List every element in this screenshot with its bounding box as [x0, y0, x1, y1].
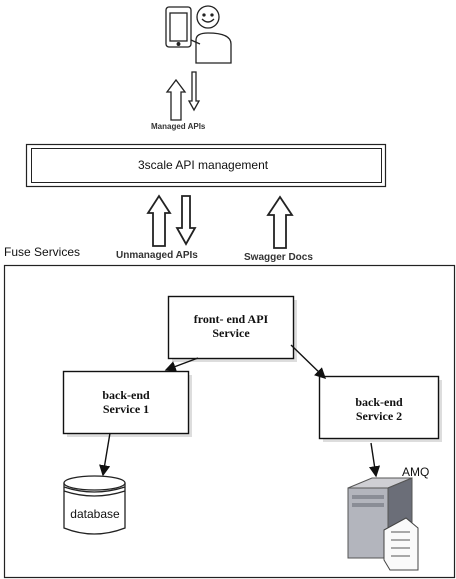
frontend-service-line2: Service: [212, 326, 250, 340]
api-management-label: 3scale API management: [138, 158, 269, 172]
database-cylinder-icon: [63, 475, 126, 535]
backend-service-2-label: back-end Service 2: [319, 395, 439, 423]
fuse-services-label: Fuse Services: [4, 245, 81, 259]
swagger-docs-arrow: [266, 195, 294, 249]
fuse-services-container: [3, 264, 456, 579]
backend-service-1-box: [62, 370, 192, 437]
backend-service-1-label: back-end Service 1: [63, 388, 189, 416]
backend-service-2-line2: Service 2: [355, 409, 403, 423]
swagger-docs-label: Swagger Docs: [244, 252, 313, 263]
frontend-service-box: [167, 295, 297, 362]
frontend-service-line1: front- end API: [193, 312, 269, 326]
backend-service-2-line1: back-end: [355, 395, 403, 409]
managed-apis-arrows: [165, 71, 201, 121]
backend-service-1-line2: Service 1: [102, 402, 150, 416]
service-connectors: [99, 344, 381, 478]
backend-service-1-line1: back-end: [102, 388, 150, 402]
user-with-phone-icon: [165, 5, 232, 64]
database-label: database: [70, 507, 120, 521]
api-management-box: [25, 143, 387, 188]
unmanaged-apis-label: Unmanaged APIs: [116, 250, 198, 261]
server-icon: [347, 477, 419, 571]
amq-label: AMQ: [402, 465, 430, 479]
frontend-service-label: front- end API Service: [168, 312, 294, 340]
backend-service-2-box: [318, 375, 442, 442]
managed-apis-label: Managed APIs: [151, 122, 206, 131]
unmanaged-apis-arrows: [146, 194, 197, 247]
